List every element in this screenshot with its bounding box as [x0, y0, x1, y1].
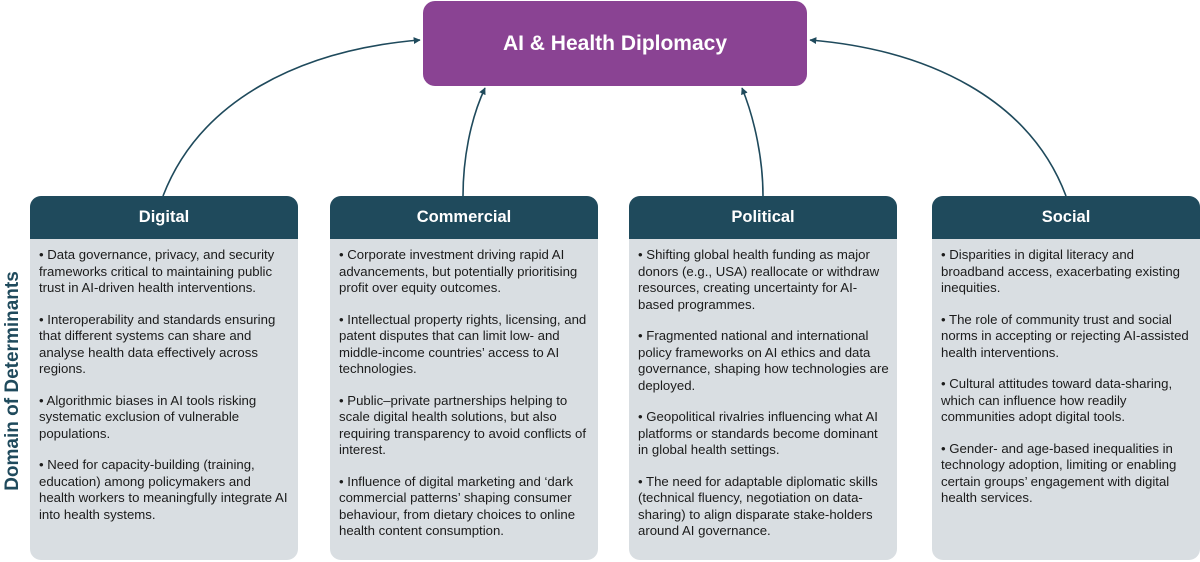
bullet-point: • Fragmented national and international … [638, 328, 889, 393]
bullet-point: • Disparities in digital literacy and br… [941, 247, 1180, 295]
card-body: • Disparities in digital literacy and br… [932, 239, 1200, 507]
bullet-point: • Geopolitical rivalries influencing wha… [638, 409, 878, 457]
card-body: • Shifting global health funding as majo… [629, 239, 897, 540]
bullet-point: • The role of community trust and social… [941, 311, 1189, 360]
domain-card-political: Political • Shifting global health fundi… [629, 196, 897, 560]
arrow-digital [162, 37, 421, 197]
card-header: Digital [30, 196, 298, 239]
card-header: Political [629, 196, 897, 239]
card-header: Commercial [330, 196, 598, 239]
domain-card-digital: Digital • Data governance, privacy, and … [30, 196, 298, 560]
bullet-point: • Data governance, privacy, and security… [39, 247, 275, 295]
bullet-point: • Algorithmic biases in AI tools risking… [39, 392, 257, 441]
bullet-point: • Gender- and age-based inequalities in … [941, 440, 1177, 506]
bullet-point: • Need for capacity-building (training, … [39, 457, 288, 522]
bullet-point: • The need for adaptable diplomatic skil… [638, 473, 878, 539]
bullet-point: • Influence of digital marketing and ‘da… [339, 473, 576, 539]
bullet-point: • Public–private partnerships helping to… [339, 392, 587, 458]
domain-card-social: Social • Disparities in digital literacy… [932, 196, 1200, 560]
card-body: • Data governance, privacy, and security… [30, 239, 298, 523]
bullet-point: • Cultural attitudes toward data-sharing… [941, 376, 1173, 424]
domain-card-commercial: Commercial • Corporate investment drivin… [330, 196, 598, 560]
bullet-point: • Interoperability and standards ensurin… [39, 311, 276, 377]
side-label: Domain of Determinants [2, 271, 23, 491]
arrow-political [741, 87, 764, 197]
bullet-point: • Shifting global health funding as majo… [638, 247, 880, 312]
card-header: Social [932, 196, 1200, 239]
title-box: AI & Health Diplomacy [423, 1, 807, 86]
arrow-commercial [462, 87, 486, 197]
bullet-point: • Intellectual property rights, licensin… [339, 311, 587, 377]
card-body: • Corporate investment driving rapid AI … [330, 239, 598, 540]
diagram-title: AI & Health Diplomacy [502, 31, 728, 55]
bullet-point: • Corporate investment driving rapid AI … [339, 247, 578, 295]
arrow-social [809, 37, 1067, 197]
